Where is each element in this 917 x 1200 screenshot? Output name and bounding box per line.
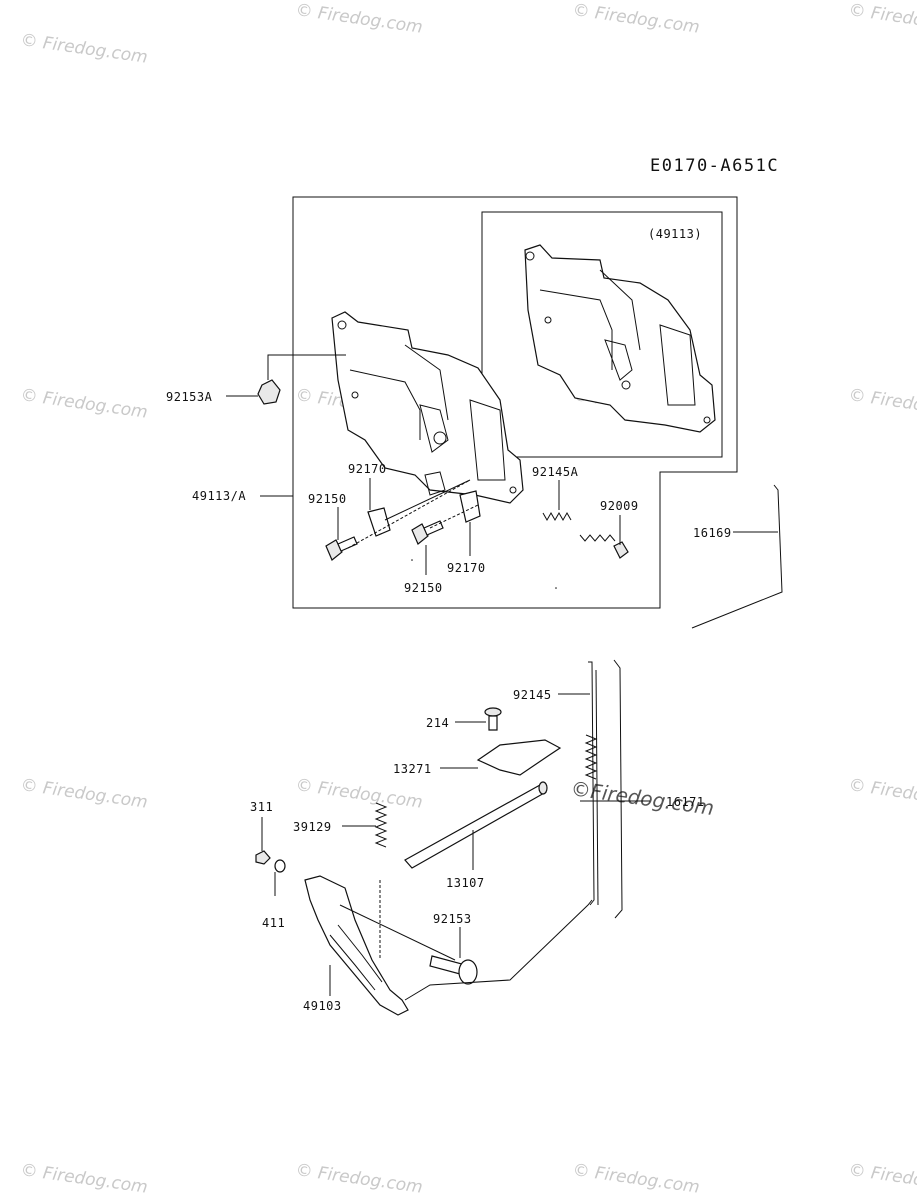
clamp-part-right xyxy=(459,490,481,523)
lower-frame xyxy=(404,899,593,1001)
watermark: © Firedog.com xyxy=(19,385,149,423)
washer-part-411 xyxy=(274,859,286,873)
bolt-part-left xyxy=(325,536,358,561)
part-label: 16169 xyxy=(693,526,732,540)
clamp-part-left xyxy=(367,507,391,537)
subassembly-label: (49113) xyxy=(648,227,702,241)
watermark: © Firedog.com xyxy=(19,30,149,68)
screw-part-92009 xyxy=(579,534,629,559)
part-label: 49113/A xyxy=(192,489,246,503)
assembly-line xyxy=(339,904,456,961)
part-label: 16171 xyxy=(666,795,705,809)
part-label: 39129 xyxy=(293,820,332,834)
part-label: 13107 xyxy=(446,876,485,890)
assembly-frame xyxy=(292,196,738,609)
watermark: © Firedog.com xyxy=(294,1160,424,1198)
rod-part-16169 xyxy=(691,484,783,629)
lever-part-49103 xyxy=(304,875,409,1016)
control-plate-main xyxy=(331,311,524,504)
part-label: 214 xyxy=(426,716,449,730)
diagram-code: E0170-A651C xyxy=(650,156,779,176)
watermark: © Firedog.com xyxy=(847,385,917,423)
part-label: 92170 xyxy=(348,462,387,476)
bolt-part-right xyxy=(411,520,444,545)
part-labels: 92153A 49113/A 92170 92150 92150 92170 9… xyxy=(166,390,732,1013)
screw-part-214 xyxy=(484,707,502,731)
watermark: © Firedog.com xyxy=(294,0,424,38)
part-label: 311 xyxy=(250,800,273,814)
spring-part-92145a xyxy=(542,511,572,522)
part-label: 92150 xyxy=(404,581,443,595)
assembly-line xyxy=(429,504,479,529)
part-label: 49103 xyxy=(303,999,342,1013)
part-label: 92145 xyxy=(513,688,552,702)
watermark: © Firedog.com xyxy=(294,775,424,813)
control-plate-inset xyxy=(524,244,716,433)
dot-mark xyxy=(555,587,557,589)
pin-part-92153 xyxy=(429,955,478,985)
watermark: © Firedog.com xyxy=(847,0,917,38)
watermark: © Firedog.com xyxy=(571,1160,701,1198)
part-label: 92153A xyxy=(166,390,213,404)
part-label: 92170 xyxy=(447,561,486,575)
rod-part-16171 xyxy=(588,659,623,919)
part-label: 92150 xyxy=(308,492,347,506)
part-label: 92153 xyxy=(433,912,472,926)
part-label: 92145A xyxy=(532,465,579,479)
nut-part-311 xyxy=(255,850,271,865)
spring-part-92145 xyxy=(584,734,598,780)
part-label: 92009 xyxy=(600,499,639,513)
watermark: © Firedog.com xyxy=(847,775,917,813)
spring-part-39129 xyxy=(374,802,388,848)
leader-lines xyxy=(226,354,778,996)
plate-part-13271 xyxy=(476,739,562,776)
shaft-part-13107 xyxy=(404,781,548,869)
part-label: 13271 xyxy=(393,762,432,776)
watermark: © Firedog.com xyxy=(19,775,149,813)
watermark: © Firedog.com xyxy=(19,1160,149,1198)
dot-mark xyxy=(411,559,413,561)
assembly-line xyxy=(384,479,471,521)
bolt-part-92153a xyxy=(257,379,281,405)
part-label: 411 xyxy=(262,916,285,930)
watermark-grid: © Firedog.com © Firedog.com © Firedog.co… xyxy=(19,0,917,1198)
watermark: © Firedog.com xyxy=(571,0,701,38)
watermark: © Firedog.com xyxy=(847,1160,917,1198)
assembly-line xyxy=(347,479,471,549)
